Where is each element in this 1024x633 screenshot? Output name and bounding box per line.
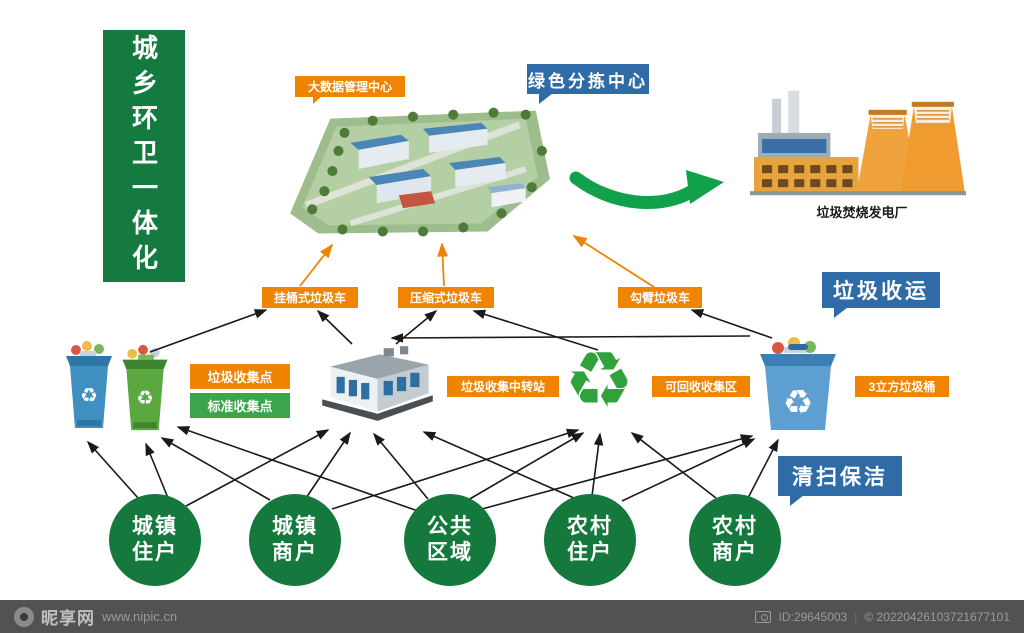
nipic-logo-icon: [14, 606, 34, 627]
campus-buildings: [350, 122, 526, 208]
source-public-areas: 公共 区域: [404, 494, 496, 586]
site-name: 昵享网: [41, 609, 95, 628]
source-rural-merchants: 农村 商户: [689, 494, 781, 586]
image-id: ID:29645003: [778, 609, 848, 624]
circle-line2: 住户: [132, 541, 178, 564]
label-standard-point: 标准收集点: [190, 393, 290, 418]
cooling-towers: [856, 101, 965, 194]
bubble-collection-transport: 垃圾收运: [822, 272, 940, 318]
source-urban-residents: 城镇 住户: [109, 494, 201, 586]
big-bin-illustration: ♻: [760, 337, 836, 430]
recycle-icon: ♻: [136, 388, 154, 410]
campus-trees: [307, 107, 547, 237]
circle-line1: 农村: [712, 514, 758, 538]
recycle-icon: ♻: [783, 384, 813, 422]
green-bin-illustration: ♻: [122, 344, 168, 431]
circle-line1: 公共: [427, 514, 473, 538]
circle-line2: 商户: [272, 541, 318, 564]
sorting-center-illustration: [290, 107, 550, 237]
circle-line2: 住户: [567, 541, 613, 564]
recycle-icon: ♻: [80, 385, 98, 407]
label-truck-compress: 压缩式垃圾车: [398, 287, 494, 308]
watermark-bar: 昵享网 www.nipic.cn ID:29645003 | © 2022042…: [0, 600, 1024, 633]
bubble-cleaning: 清扫保洁: [778, 456, 902, 506]
label-data-center: 大数据管理中心: [295, 76, 405, 104]
circle-line1: 城镇: [272, 514, 318, 538]
circle-line1: 城镇: [132, 514, 178, 538]
divider: |: [854, 609, 858, 624]
station-windows: [336, 372, 420, 400]
flow-arrow-to-plant: [569, 170, 724, 209]
page-title: 城乡环卫一体化: [128, 33, 159, 279]
image-serial: © 20220426103721677101: [864, 609, 1010, 624]
incineration-plant-illustration: [750, 90, 966, 196]
source-urban-merchants: 城镇 商户: [249, 494, 341, 586]
circle-line1: 农村: [567, 514, 613, 538]
circle-line2: 区域: [427, 541, 473, 564]
site-url: www.nipic.cn: [102, 609, 178, 624]
label-collection-point: 垃圾收集点: [190, 364, 290, 389]
label-recyclable-area: 可回收收集区: [652, 376, 750, 397]
label-incineration-plant: 垃圾焚烧发电厂: [810, 202, 914, 220]
label-truck-hook: 勾臂垃圾车: [618, 287, 702, 308]
title-banner: 城乡环卫一体化: [103, 30, 185, 282]
blue-bin-illustration: ♻: [66, 341, 112, 428]
label-truck-bucket: 挂桶式垃圾车: [262, 287, 358, 308]
source-rural-residents: 农村 住户: [544, 494, 636, 586]
plant-windows: [762, 165, 853, 188]
circle-line2: 商户: [712, 541, 758, 564]
label-transfer-station: 垃圾收集中转站: [447, 376, 559, 397]
camera-icon: [755, 610, 772, 623]
recycle-symbol-icon: ♻: [564, 336, 634, 426]
label-bin-3m3: 3立方垃圾桶: [855, 376, 949, 397]
transfer-station-illustration: [322, 346, 433, 421]
bubble-sorting-center: 绿色分拣中心: [527, 64, 649, 104]
